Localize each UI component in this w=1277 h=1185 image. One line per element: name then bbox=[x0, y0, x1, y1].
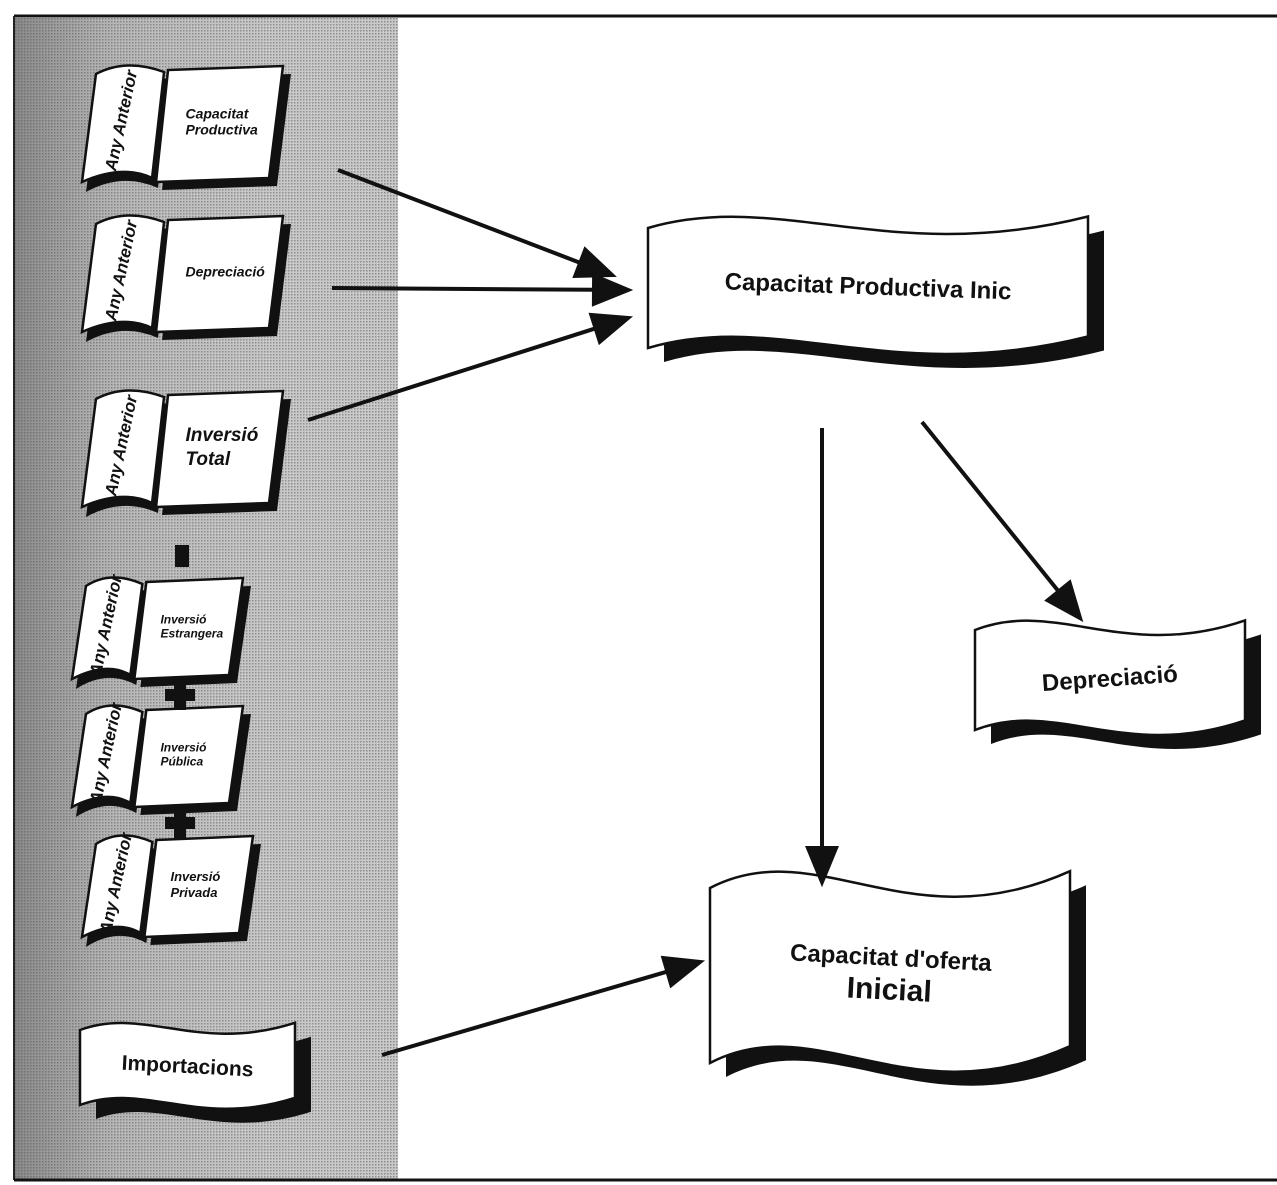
arrow-inicial-to-depreciacio bbox=[920, 420, 1084, 623]
book-label: Pública bbox=[160, 755, 203, 769]
arrow-importacions-to-oferta bbox=[381, 955, 706, 1057]
book-label: Inversió bbox=[160, 613, 206, 627]
importacions-banner: Importacions bbox=[78, 1021, 311, 1123]
book-label: Inversió bbox=[160, 741, 206, 755]
book-label: Depreciació bbox=[185, 264, 265, 280]
operator-plus-2 bbox=[165, 808, 195, 838]
book-label: Total bbox=[185, 449, 230, 470]
operator-plus-1 bbox=[165, 680, 195, 710]
depreciacio-banner: Depreciació bbox=[973, 618, 1261, 749]
operator-minus bbox=[175, 545, 189, 567]
arrow-depreciacio-to-inicial bbox=[331, 272, 634, 307]
arrow-inversio-to-inicial bbox=[307, 312, 634, 422]
book-label: Capacitat bbox=[185, 106, 249, 122]
book-label: Privada bbox=[170, 885, 217, 900]
book-label: Inversió bbox=[185, 425, 258, 446]
book-label: Inversió bbox=[170, 869, 220, 884]
book-label: Productiva bbox=[185, 122, 258, 138]
arrow-inicial-to-oferta bbox=[805, 428, 839, 888]
book-label: Estrangera bbox=[160, 627, 223, 641]
oferta-banner-label: Inicial bbox=[846, 971, 933, 1008]
capacitat-inicial-banner: Capacitat Productiva Inic bbox=[646, 214, 1104, 368]
